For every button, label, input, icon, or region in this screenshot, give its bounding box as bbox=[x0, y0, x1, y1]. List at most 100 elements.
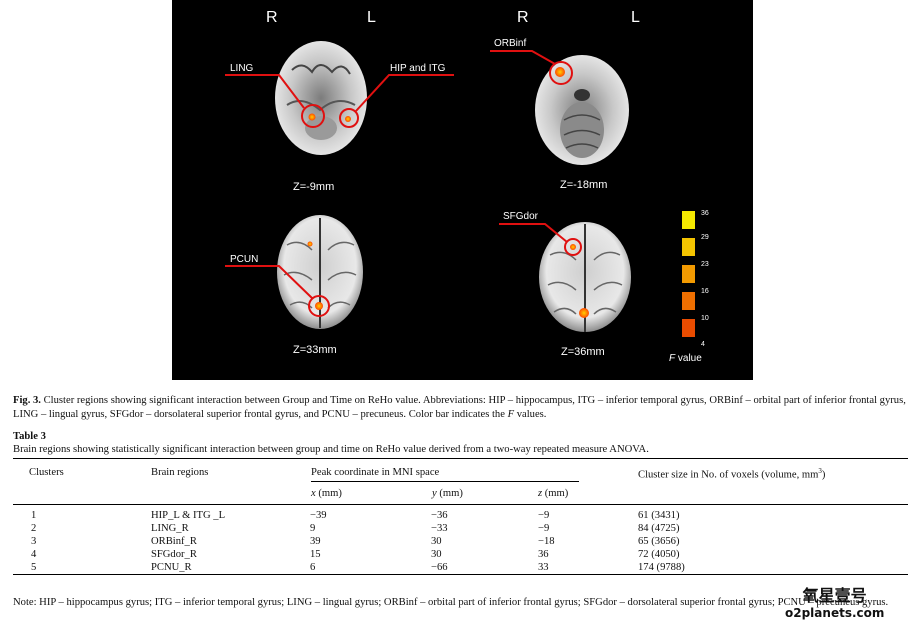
pointer-line bbox=[355, 74, 454, 112]
roi-circle bbox=[564, 238, 582, 256]
header-clusters: Clusters bbox=[29, 467, 64, 478]
table-cell: −36 bbox=[431, 510, 448, 521]
table-cell: HIP_L & ITG _L bbox=[151, 510, 226, 521]
figure-label: Fig. 3. bbox=[13, 395, 41, 406]
header-cluster-size: Cluster size in No. of voxels (volume, m… bbox=[638, 459, 908, 483]
header-regions: Brain regions bbox=[151, 467, 209, 478]
table-cell: −66 bbox=[431, 562, 448, 573]
table-cell: 30 bbox=[431, 549, 442, 560]
brainstem bbox=[574, 89, 590, 101]
colorbar-swatch bbox=[682, 265, 695, 283]
table-cell: −39 bbox=[310, 510, 327, 521]
table-note: Note: HIP – hippocampus gyrus; ITG – inf… bbox=[13, 597, 889, 608]
table-row: 1 HIP_L & ITG _L −39 −36 −9 61 (3431) bbox=[13, 505, 908, 523]
brain-gyri bbox=[291, 64, 351, 75]
table-cell: −18 bbox=[538, 536, 555, 547]
slice-z-label: Z=-18mm bbox=[560, 179, 607, 191]
caption-text: Cluster regions showing significant inte… bbox=[13, 395, 906, 420]
header-peak-text: Peak coordinate in MNI space bbox=[311, 467, 579, 482]
region-label-orbinf: ORBinf bbox=[494, 38, 526, 49]
table-cell: 61 (3431) bbox=[638, 510, 680, 521]
table-title: Table 3 bbox=[13, 431, 46, 442]
header-y-var: y bbox=[432, 488, 437, 499]
colorbar-swatch bbox=[682, 292, 695, 310]
table-cell: 2 bbox=[31, 523, 37, 534]
region-label-sfgdor: SFGdor bbox=[503, 211, 539, 222]
region-label-ling: LING bbox=[230, 63, 254, 74]
table-cell: 36 bbox=[538, 549, 549, 560]
panel-z-minus-9: R L LING HIP and ITG Z=-9mm bbox=[225, 9, 454, 193]
pointer-line bbox=[225, 265, 314, 300]
watermark-title: 氧星壹号 bbox=[802, 586, 867, 605]
table-cell: −9 bbox=[538, 523, 550, 534]
header-x-var: x bbox=[311, 488, 316, 499]
colorbar-tick: 29 bbox=[701, 234, 709, 241]
table-bottom-rule bbox=[13, 574, 908, 575]
table-cell: 3 bbox=[31, 536, 37, 547]
table-cell: PCNU_R bbox=[151, 562, 192, 573]
caption-end: values. bbox=[514, 409, 547, 420]
table-cell: 84 (4725) bbox=[638, 523, 680, 534]
activation-blob bbox=[315, 302, 323, 310]
hem-label-l: L bbox=[367, 9, 376, 26]
region-label-hip-itg: HIP and ITG bbox=[390, 63, 446, 74]
table-cell: 6 bbox=[310, 562, 316, 573]
header-size-end: ) bbox=[821, 469, 826, 481]
colorbar-label-f: F bbox=[669, 353, 676, 364]
table-cell: ORBinf_R bbox=[151, 536, 197, 547]
header-y-unit: (mm) bbox=[436, 488, 463, 499]
slice-z-label: Z=33mm bbox=[293, 344, 337, 356]
pointer-line bbox=[490, 50, 556, 65]
activation-blob bbox=[570, 244, 576, 250]
panel-z-36: SFGdor Z=36mm bbox=[499, 211, 631, 358]
caption-italic: F bbox=[507, 409, 515, 420]
watermark: 氧星壹号 o2planets.com bbox=[785, 582, 884, 620]
header-y: y (mm) bbox=[418, 482, 538, 505]
hem-label-r: R bbox=[517, 9, 529, 26]
table-cell: −9 bbox=[538, 510, 550, 521]
table-description: Brain regions showing statistically sign… bbox=[13, 444, 649, 455]
colorbar-tick: 16 bbox=[701, 288, 709, 295]
colorbar-swatch bbox=[682, 211, 695, 229]
brain-gyri bbox=[563, 114, 601, 149]
activation-blob bbox=[307, 241, 313, 247]
brain-gyri bbox=[283, 241, 357, 309]
table-cell: 30 bbox=[431, 536, 442, 547]
hem-label-r: R bbox=[266, 9, 278, 26]
roi-circle bbox=[308, 295, 330, 317]
table-cell: SFGdor_R bbox=[151, 549, 197, 560]
table-cell: 174 (9788) bbox=[638, 562, 685, 573]
table-cell: 39 bbox=[310, 536, 321, 547]
panel-z-minus-18: R L ORBinf Z=-18mm bbox=[490, 9, 640, 191]
table-cell: −33 bbox=[431, 523, 448, 534]
table-cell: 1 bbox=[31, 510, 37, 521]
colorbar-label-rest: value bbox=[675, 353, 702, 364]
pointer-line bbox=[499, 223, 568, 243]
table-header-row: Clusters Brain regions Peak coordinate i… bbox=[13, 458, 908, 483]
pointer-line bbox=[225, 74, 305, 109]
header-size-sup: 3 bbox=[818, 467, 822, 475]
header-z-var: z bbox=[538, 488, 543, 499]
roi-circle bbox=[301, 104, 325, 128]
header-peak-mni: Peak coordinate in MNI space bbox=[298, 459, 638, 482]
roi-circle bbox=[549, 61, 573, 85]
figure-caption: Fig. 3. Cluster regions showing signific… bbox=[13, 394, 908, 422]
table-cell: LING_R bbox=[151, 523, 189, 534]
brain-figure-svg: R L LING HIP and ITG Z=-9mm R L bbox=[225, 9, 709, 364]
activation-blob bbox=[345, 116, 351, 122]
slice-z-label: Z=-9mm bbox=[293, 181, 334, 193]
header-z: z (mm) bbox=[538, 482, 638, 505]
cerebellum bbox=[305, 116, 337, 140]
results-table: Clusters Brain regions Peak coordinate i… bbox=[13, 458, 908, 574]
table-cell: 4 bbox=[31, 549, 37, 560]
brain-figure: R L LING HIP and ITG Z=-9mm R L bbox=[172, 0, 753, 380]
header-x-unit: (mm) bbox=[315, 488, 342, 499]
activation-blob bbox=[555, 67, 565, 77]
brain-gyri bbox=[547, 251, 623, 315]
panel-z-33: PCUN Z=33mm bbox=[225, 215, 363, 356]
colorbar-swatch bbox=[682, 319, 695, 337]
